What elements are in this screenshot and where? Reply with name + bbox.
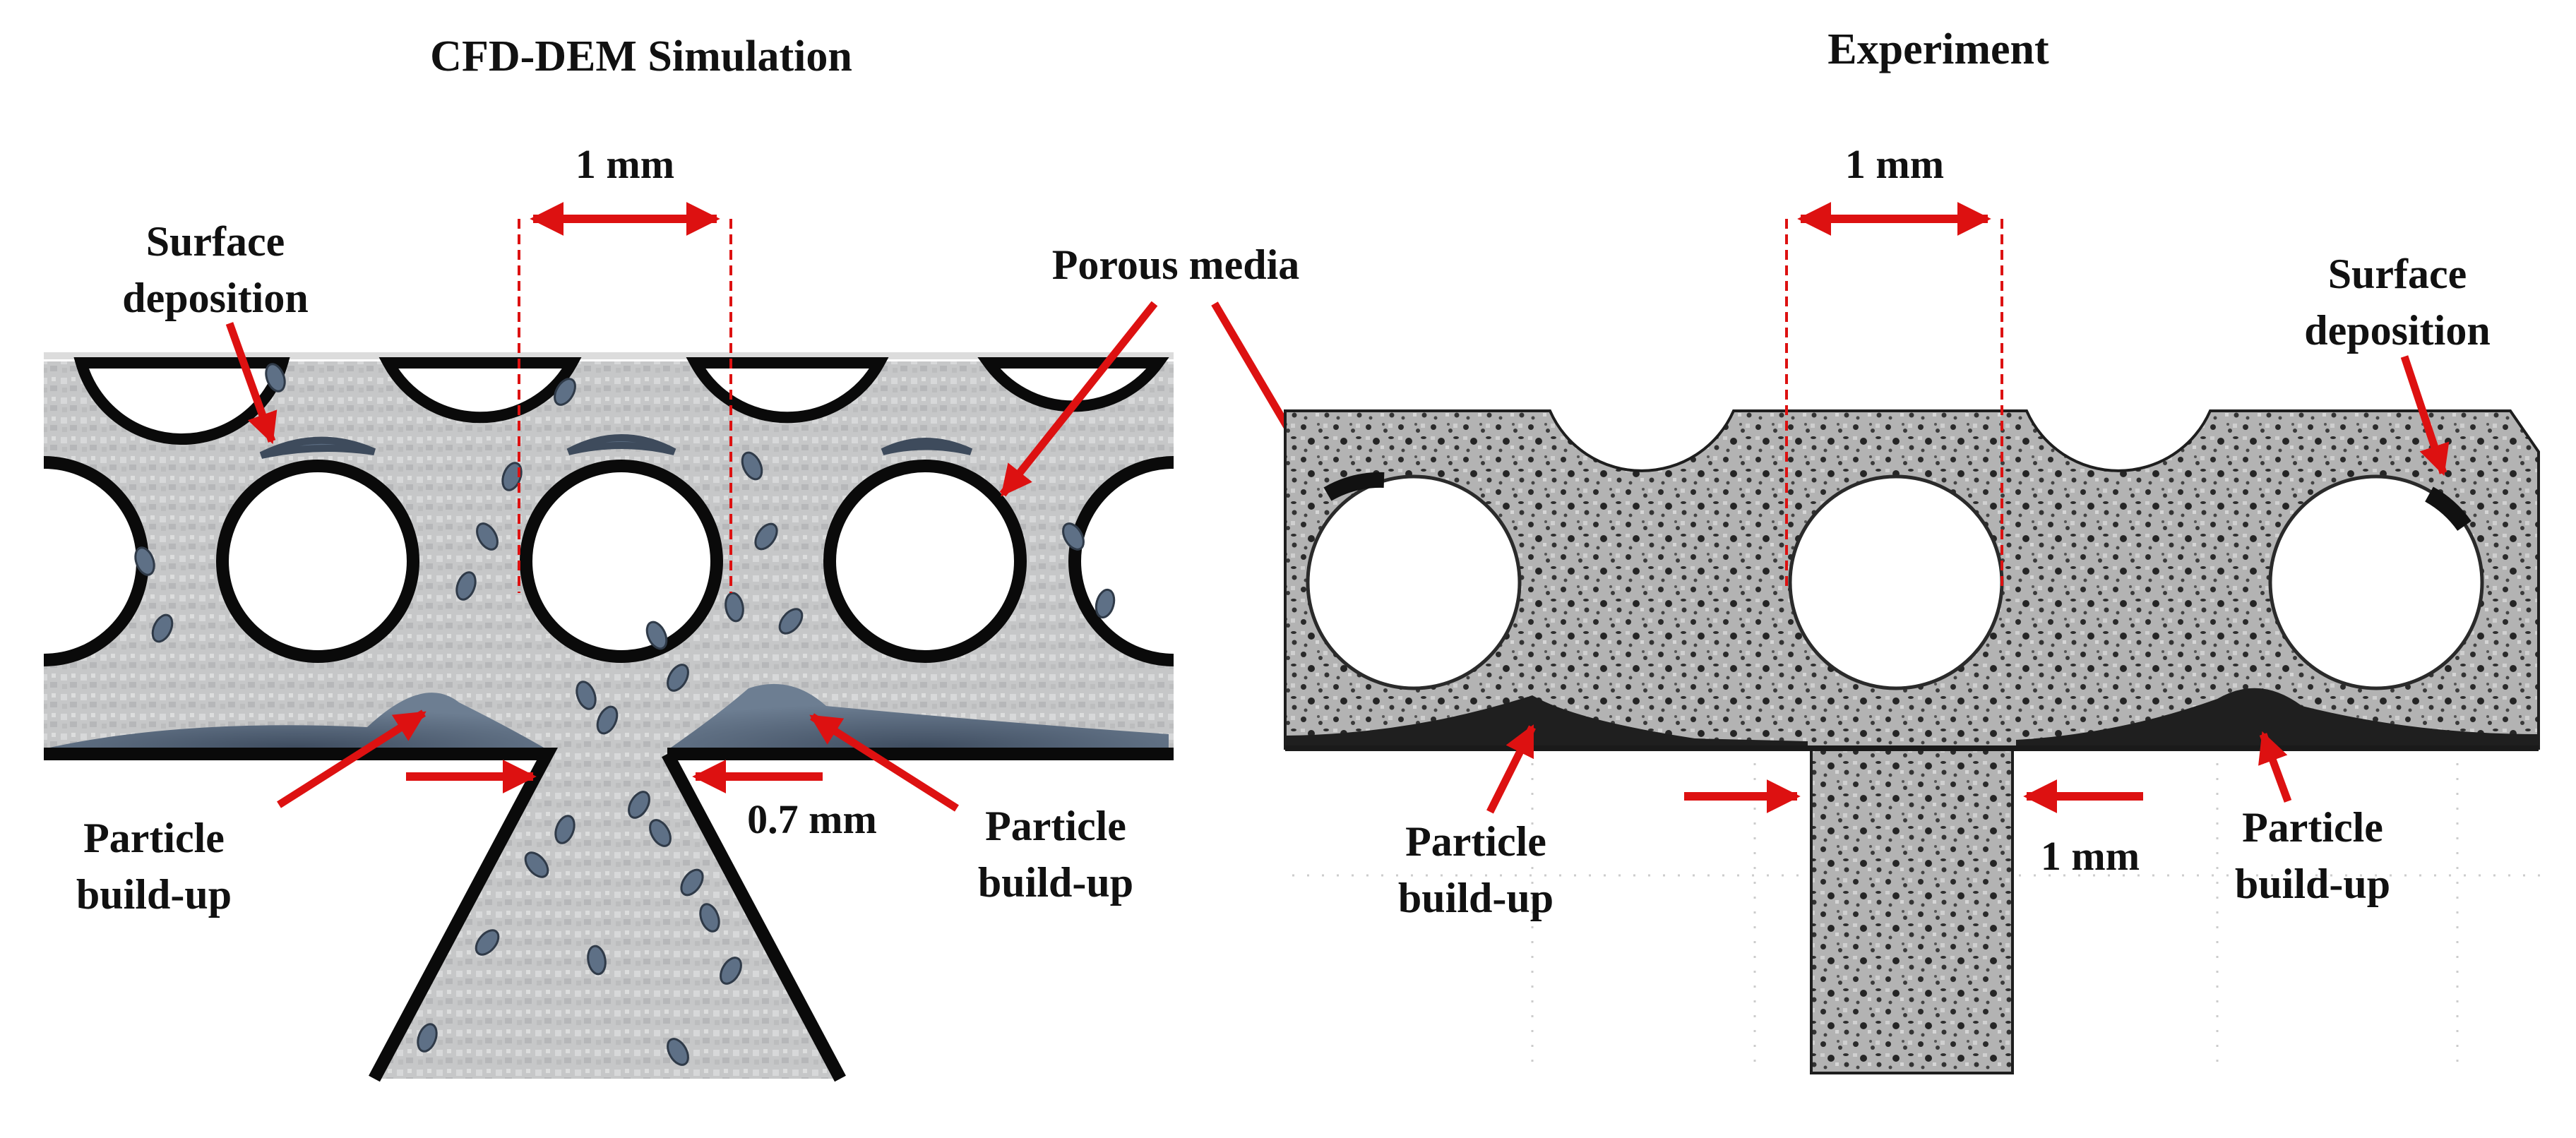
simulation-throat-dimension-label: 0.7 mm (747, 796, 877, 842)
experiment-panel: Experiment (1284, 25, 2542, 1074)
experiment-surface-label-line1: Surface (2328, 251, 2467, 297)
simulation-buildup-right-annotation: Particle build-up (809, 713, 1133, 906)
experiment-buildup-right-line1: Particle (2242, 804, 2383, 851)
experiment-buildup-left-line1: Particle (1405, 818, 1546, 865)
experiment-surface-deposition-annotation: Surface deposition (2304, 251, 2491, 477)
simulation-buildup-left-line2: build-up (76, 871, 232, 918)
experiment-buildup-right-annotation: Particle build-up (2235, 731, 2390, 907)
simulation-outlet (374, 753, 840, 1079)
simulation-title: CFD-DEM Simulation (430, 32, 852, 80)
experiment-channel-dimension-label: 1 mm (2041, 833, 2140, 879)
simulation-pore-dimension-label: 1 mm (576, 141, 674, 187)
experiment-pore-dimension: 1 mm (1785, 141, 2003, 589)
experiment-title: Experiment (1827, 25, 2049, 73)
experiment-channel-dimension: 1 mm (1684, 779, 2143, 879)
simulation-buildup-left-line1: Particle (83, 815, 225, 861)
simulation-throat-dimension: 0.7 mm (406, 760, 877, 842)
simulation-domain (43, 352, 1174, 1082)
experiment-buildup-left-line2: build-up (1398, 875, 1554, 921)
simulation-top-grains (73, 357, 1169, 445)
experiment-domain (1284, 409, 2540, 1074)
experiment-buildup-right-line2: build-up (2235, 861, 2390, 907)
experiment-pores (1306, 474, 2484, 690)
simulation-buildup-right-line2: build-up (978, 859, 1133, 906)
simulation-pore-dimension: 1 mm (518, 141, 732, 593)
experiment-surface-label-line2: deposition (2304, 307, 2490, 354)
experiment-buildup-left-annotation: Particle build-up (1398, 724, 1554, 921)
simulation-free-particles (134, 363, 1116, 1066)
porous-media-label: Porous media (1052, 241, 1300, 288)
simulation-surface-label-line2: deposition (122, 275, 308, 321)
simulation-surface-label-line1: Surface (146, 218, 285, 265)
simulation-surface-deposition-annotation: Surface deposition (122, 218, 309, 445)
simulation-buildup-right-line1: Particle (985, 803, 1126, 849)
simulation-pore-grains (43, 456, 1174, 666)
simulation-buildup-left-annotation: Particle build-up (76, 709, 427, 918)
experiment-pore-dimension-label: 1 mm (1845, 141, 1944, 187)
simulation-bottom-wall (44, 748, 558, 1082)
simulation-panel: CFD-DEM Simulation (43, 32, 1174, 1082)
